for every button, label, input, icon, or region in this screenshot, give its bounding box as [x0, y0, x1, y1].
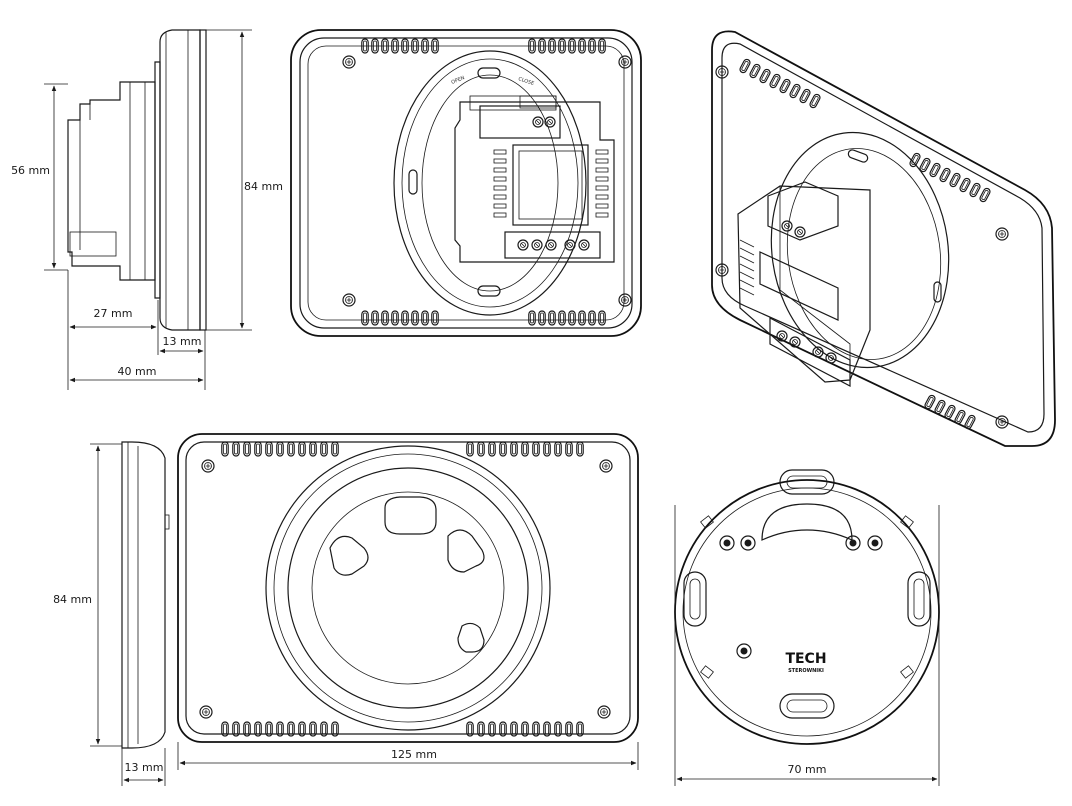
front-vents-bottom-right [466, 721, 584, 737]
dim-front-width-125: 125 mm [391, 748, 437, 761]
plate-screw-bosses [719, 535, 883, 659]
perspective-module-ribs [739, 239, 755, 296]
dim-plate-13: 13 mm [163, 335, 202, 348]
dim-height-56: 56 mm [11, 164, 50, 177]
dim-panel-height-84: 84 mm [244, 180, 283, 193]
tech-logo-sub: STEROWNIKI [788, 668, 824, 674]
label-open: OPEN [451, 75, 466, 86]
front-vents-bottom-left [221, 721, 339, 737]
label-close: CLOSE [517, 76, 534, 87]
tech-logo: TECH [785, 651, 826, 667]
vent-slots-bottom-right [528, 310, 606, 326]
rear-view-with-module: OPEN CLOSE [290, 29, 642, 337]
dim-depth-27: 27 mm [94, 307, 133, 320]
module-ribs-left [493, 149, 507, 218]
module-ribs-right [595, 149, 609, 218]
perspective-view [711, 30, 1056, 447]
front-view: 125 mm [177, 433, 639, 770]
side-profile-view: 56 mm 84 mm 27 mm 13 mm 40 mm [11, 29, 283, 390]
front-vents-top-right [466, 441, 584, 457]
dim-bottom-depth-13: 13 mm [125, 761, 164, 774]
vent-slots-bottom-left [361, 310, 439, 326]
dim-bottom-height-84: 84 mm [53, 593, 92, 606]
dim-depth-40: 40 mm [118, 365, 157, 378]
thin-side-view: 84 mm 13 mm [53, 441, 170, 786]
mounting-plate-view: TECH STEROWNIKI 70 mm [674, 469, 940, 786]
front-vents-top-left [221, 441, 339, 457]
dim-plate-diameter-70: 70 mm [788, 763, 827, 776]
